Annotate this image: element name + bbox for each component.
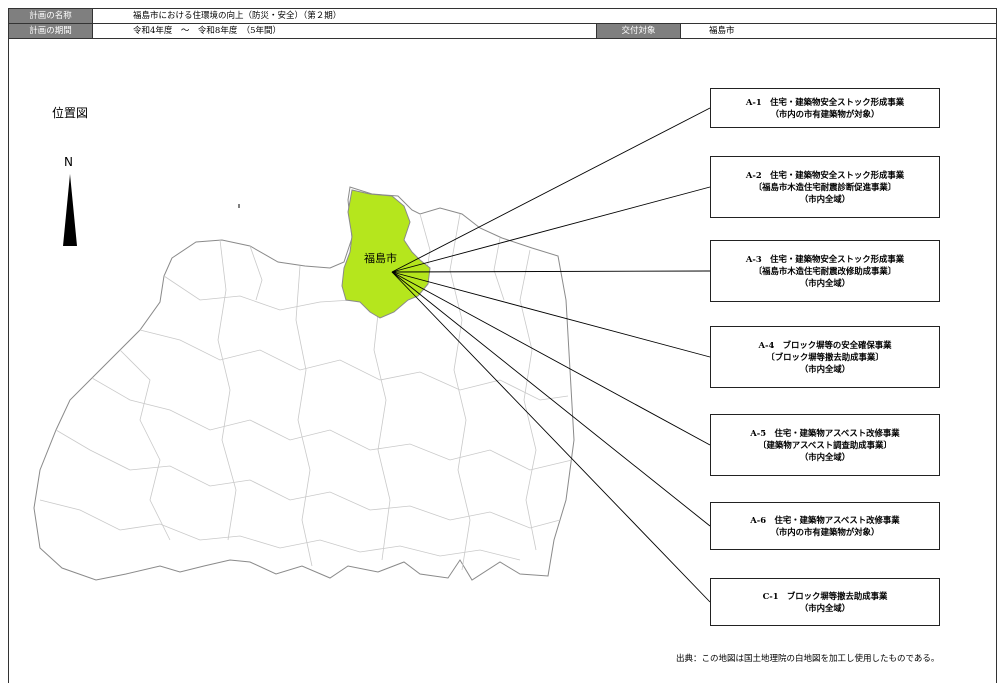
project-box-line: A-6 住宅・建築物アスベスト改修事業 xyxy=(750,515,900,525)
project-box: A-3 住宅・建築物安全ストック形成事業〔福島市木造住宅耐震改修助成事業〕 （市内… xyxy=(710,240,940,302)
leader-line xyxy=(391,271,711,603)
leader-line xyxy=(391,270,711,273)
grant-target-value: 福島市 xyxy=(680,23,997,39)
leader-line xyxy=(391,271,711,446)
leader-line xyxy=(391,271,711,527)
project-box-line: C-1 ブロック塀等撤去助成事業 xyxy=(762,591,888,601)
project-box-line: A-5 住宅・建築物アスベスト改修事業 xyxy=(750,428,900,438)
leader-line xyxy=(391,107,711,273)
project-box-line: （市内の市有建築物が対象） xyxy=(770,109,880,119)
project-box: A-5 住宅・建築物アスベスト改修事業〔建築物アスベスト調査助成事業〕 （市内全域… xyxy=(710,414,940,476)
plan-name-value: 福島市における住環境の向上（防災・安全）（第２期） xyxy=(92,8,997,24)
project-box: C-1 ブロック塀等撤去助成事業 （市内全域） xyxy=(710,578,940,626)
plan-name-row: 計画の名称 福島市における住環境の向上（防災・安全）（第２期） xyxy=(8,8,997,24)
leader-line xyxy=(391,186,711,273)
project-box-line: A-2 住宅・建築物安全ストック形成事業 xyxy=(745,170,905,180)
project-box-line: （市内全域） xyxy=(799,452,851,462)
sheet-frame xyxy=(8,8,997,683)
plan-name-label: 計画の名称 xyxy=(8,8,93,24)
leader-lines xyxy=(391,107,711,603)
project-box-line: A-4 ブロック塀等の安全確保事業 xyxy=(758,340,892,350)
project-box: A-2 住宅・建築物安全ストック形成事業〔福島市木造住宅耐震診断促進事業〕 （市内… xyxy=(710,156,940,218)
project-box-line: （市内全域） xyxy=(799,364,851,374)
project-box-line: A-3 住宅・建築物安全ストック形成事業 xyxy=(745,254,905,264)
north-arrow-icon xyxy=(63,174,77,246)
project-box-line: 〔福島市木造住宅耐震改修助成事業〕 xyxy=(753,266,897,276)
source-note: 出典：この地図は国土地理院の白地図を加工し使用したものである。 xyxy=(676,654,940,664)
municipal-boundaries xyxy=(39,213,573,571)
plan-period-row: 計画の期間 令和4年度 ～ 令和8年度 （5年間） 交付対象 福島市 xyxy=(8,23,997,39)
project-box-line: （市内全域） xyxy=(799,603,851,613)
plan-period-label: 計画の期間 xyxy=(8,23,93,39)
leader-line xyxy=(391,271,711,358)
project-box: A-1 住宅・建築物安全ストック形成事業 （市内の市有建築物が対象） xyxy=(710,88,940,128)
plan-header-table: 計画の名称 福島市における住環境の向上（防災・安全）（第２期） 計画の期間 令和… xyxy=(8,8,997,39)
project-box-line: A-1 住宅・建築物安全ストック形成事業 xyxy=(745,97,905,107)
plan-period-value: 令和4年度 ～ 令和8年度 （5年間） xyxy=(92,23,597,39)
location-map-title: 位置図 xyxy=(52,106,89,120)
project-box-line: 〔福島市木造住宅耐震診断促進事業〕 xyxy=(753,182,897,192)
city-label: 福島市 xyxy=(364,252,397,265)
project-box: A-4 ブロック塀等の安全確保事業〔ブロック塀等撤去助成事業〕 （市内全域） xyxy=(710,326,940,388)
project-box-line: 〔ブロック塀等撤去助成事業〕 xyxy=(766,352,884,362)
project-box: A-6 住宅・建築物アスベスト改修事業 （市内の市有建築物が対象） xyxy=(710,502,940,550)
north-label: N xyxy=(64,155,73,169)
project-box-line: 〔建築物アスベスト調査助成事業〕 xyxy=(758,440,892,450)
fukushima-city-area xyxy=(341,189,431,319)
project-box-line: （市内全域） xyxy=(799,194,851,204)
project-box-line: （市内の市有建築物が対象） xyxy=(770,527,880,537)
project-box-line: （市内全域） xyxy=(799,278,851,288)
